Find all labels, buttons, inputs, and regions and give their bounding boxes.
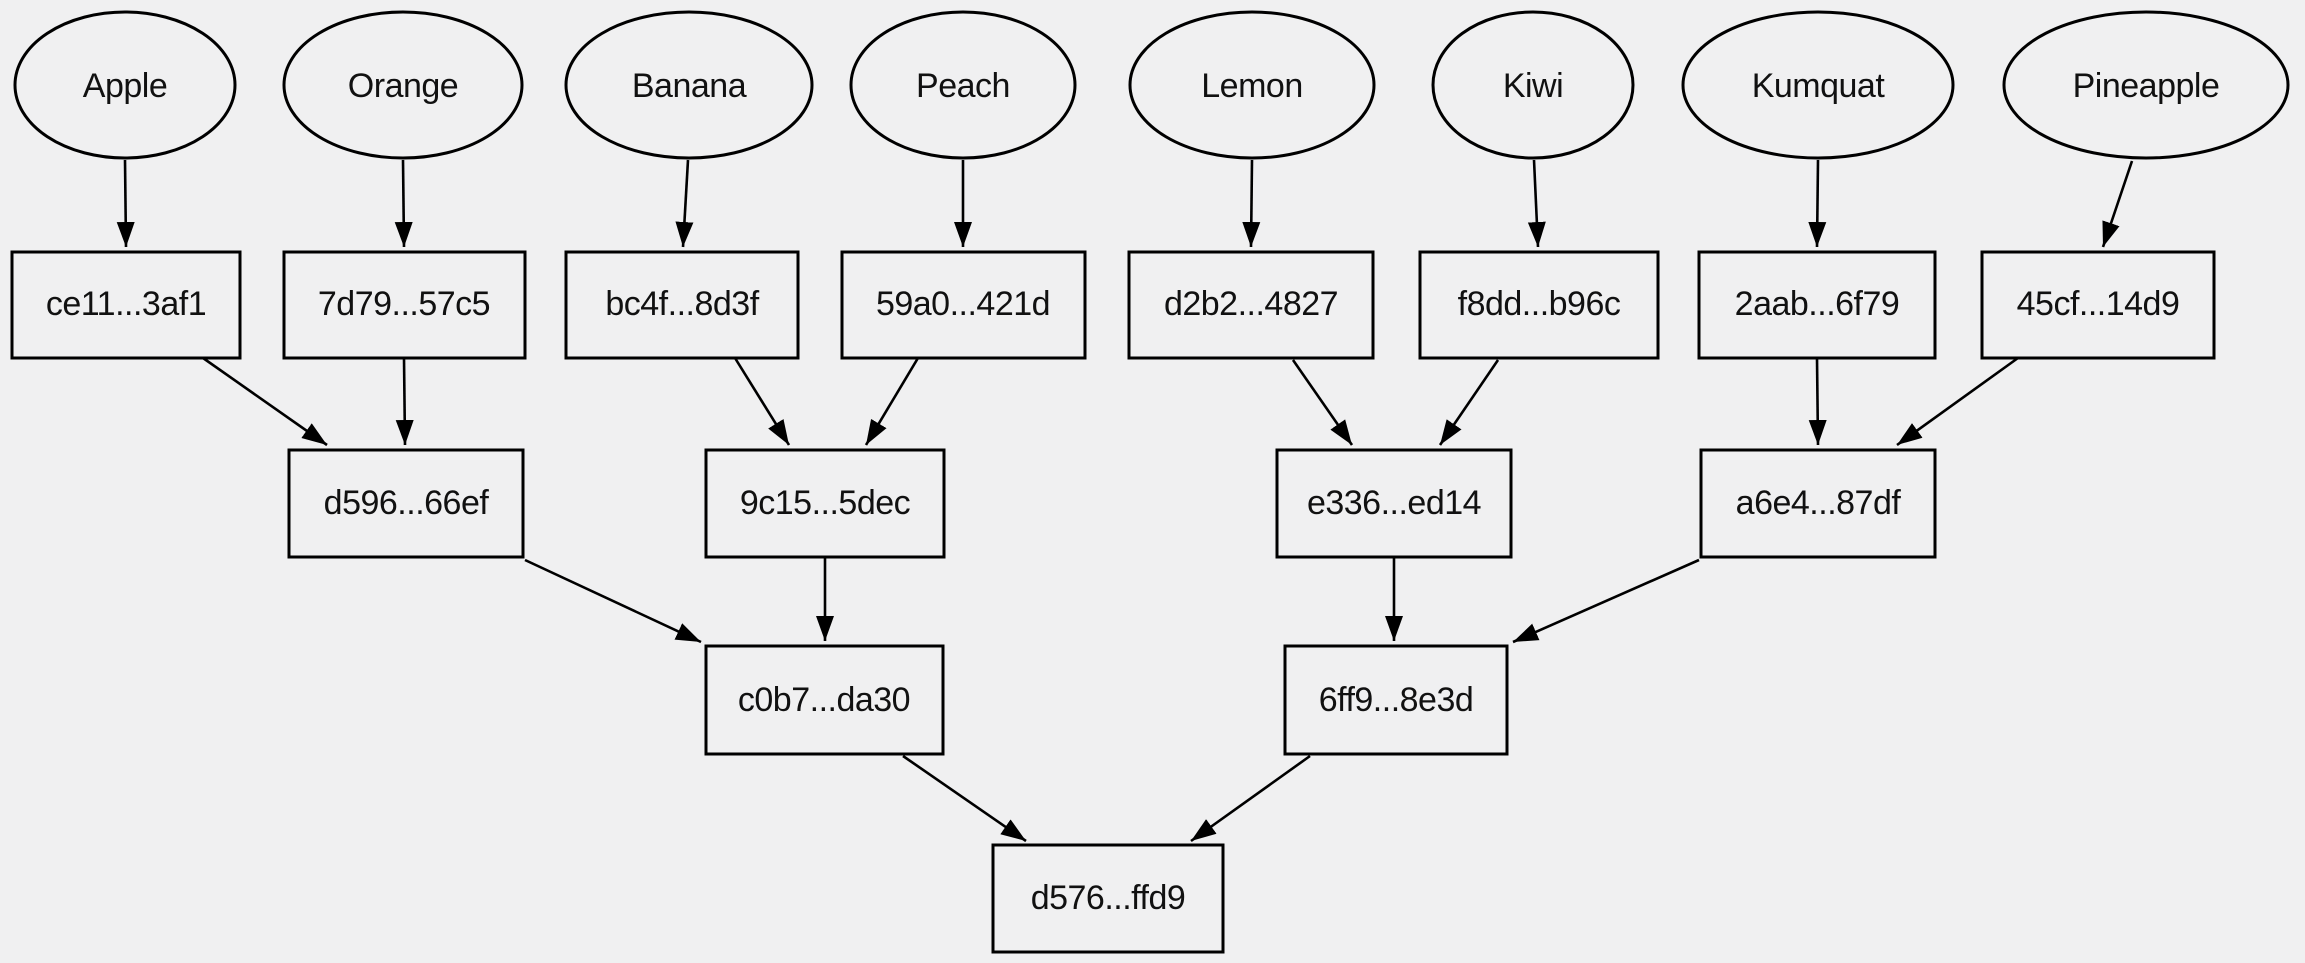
internal-hash-nodes: d596...66ef 9c15...5dec e336...ed14 a6e4… <box>287 448 1937 559</box>
fruit-label: Banana <box>632 67 747 105</box>
hash-box <box>282 250 527 360</box>
edge-f8dd-e336 <box>1438 359 1500 446</box>
edge-ce11-d596 <box>202 356 328 447</box>
edge-banana-bc4f <box>675 159 694 248</box>
upper-hash-nodes: c0b7...da30 6ff9...8e3d <box>704 644 1509 756</box>
fruit-node-kumquat: Kumquat <box>1681 10 1955 160</box>
fruit-node-apple: Apple <box>13 10 237 160</box>
pineapple-ellipse <box>2002 10 2290 160</box>
hash-label: 7d79...57c5 <box>318 285 490 323</box>
leaf-hash-node-bc4f: bc4f...8d3f <box>564 250 800 360</box>
edges-upper-to-root <box>902 754 1311 843</box>
edge-c0b7-d576 <box>902 754 1027 843</box>
hash-box <box>287 448 525 559</box>
hash-box <box>10 250 242 360</box>
edge-apple-ce11 <box>116 159 135 248</box>
fruit-nodes: Apple Orange Banana Peach Lemon Kiwi Kum… <box>13 10 2290 160</box>
hash-label: d2b2...4827 <box>1164 285 1338 323</box>
leaf-hash-node-2aab: 2aab...6f79 <box>1697 250 1937 360</box>
edge-59a0-9c15 <box>864 357 920 446</box>
hash-label: 9c15...5dec <box>740 484 911 522</box>
hash-box <box>840 250 1087 360</box>
hash-box <box>564 250 800 360</box>
leaf-hash-node-45cf: 45cf...14d9 <box>1980 250 2216 360</box>
leaf-hash-node-f8dd: f8dd...b96c <box>1418 250 1660 360</box>
peach-ellipse <box>849 10 1077 160</box>
edge-orange-7d79 <box>394 159 413 248</box>
lemon-ellipse <box>1128 10 1376 160</box>
hash-box <box>1699 448 1937 559</box>
edge-pineapple-45cf <box>2101 160 2134 248</box>
hash-label: a6e4...87df <box>1736 484 1902 522</box>
hash-label: 6ff9...8e3d <box>1319 681 1474 719</box>
kumquat-ellipse <box>1681 10 1955 160</box>
edge-45cf-a6e4 <box>1896 356 2019 447</box>
hash-label: e336...ed14 <box>1307 484 1481 522</box>
apple-ellipse <box>13 10 237 160</box>
hash-box <box>1980 250 2216 360</box>
edges-fruit-to-leaf <box>116 159 2134 248</box>
leaf-hash-node-7d79: 7d79...57c5 <box>282 250 527 360</box>
fruit-label: Apple <box>83 67 167 105</box>
internal-hash-node-a6e4: a6e4...87df <box>1699 448 1937 559</box>
leaf-hash-nodes: ce11...3af1 7d79...57c5 bc4f...8d3f 59a0… <box>10 250 2216 360</box>
edges-internal-to-upper <box>524 557 1700 644</box>
upper-hash-node-c0b7: c0b7...da30 <box>704 644 945 756</box>
fruit-label: Peach <box>916 67 1010 105</box>
edge-kiwi-f8dd <box>1527 159 1546 248</box>
hash-label: ce11...3af1 <box>46 285 206 323</box>
edge-6ff9-d576 <box>1190 754 1311 843</box>
internal-hash-node-d596: d596...66ef <box>287 448 525 559</box>
hash-label: 2aab...6f79 <box>1735 285 1900 323</box>
edge-d596-c0b7 <box>524 558 702 644</box>
upper-hash-node-6ff9: 6ff9...8e3d <box>1283 644 1509 756</box>
root-hash-node: d576...ffd9 <box>991 843 1225 954</box>
hash-box <box>1275 448 1513 559</box>
fruit-node-banana: Banana <box>564 10 814 160</box>
hash-label: 59a0...421d <box>876 285 1050 323</box>
edge-kumquat-2aab <box>1808 159 1827 248</box>
hash-box <box>1418 250 1660 360</box>
hash-box <box>1127 250 1375 360</box>
hash-label: d596...66ef <box>324 484 490 522</box>
hash-box <box>704 644 945 756</box>
fruit-label: Lemon <box>1201 67 1302 105</box>
hash-box <box>991 843 1225 954</box>
internal-hash-node-9c15: 9c15...5dec <box>704 448 946 559</box>
fruit-label: Kumquat <box>1752 67 1886 105</box>
orange-ellipse <box>282 10 524 160</box>
hash-label: 45cf...14d9 <box>2017 285 2180 323</box>
edge-lemon-d2b2 <box>1242 159 1261 248</box>
edge-bc4f-9c15 <box>733 357 791 446</box>
edge-d2b2-e336 <box>1291 359 1354 446</box>
hash-label: d576...ffd9 <box>1031 879 1186 917</box>
hash-label: f8dd...b96c <box>1458 285 1621 323</box>
fruit-node-lemon: Lemon <box>1128 10 1376 160</box>
fruit-node-orange: Orange <box>282 10 524 160</box>
fruit-label: Orange <box>348 67 458 105</box>
kiwi-ellipse <box>1431 10 1635 160</box>
fruit-label: Pineapple <box>2073 67 2220 105</box>
leaf-hash-node-ce11: ce11...3af1 <box>10 250 242 360</box>
edge-7d79-d596 <box>395 357 414 446</box>
edge-2aab-a6e4 <box>1808 357 1827 446</box>
fruit-node-kiwi: Kiwi <box>1431 10 1635 160</box>
fruit-node-pineapple: Pineapple <box>2002 10 2290 160</box>
fruit-label: Kiwi <box>1503 67 1563 105</box>
leaf-hash-node-59a0: 59a0...421d <box>840 250 1087 360</box>
hash-box <box>704 448 946 559</box>
hash-box <box>1283 644 1509 756</box>
hash-label: c0b7...da30 <box>738 681 910 719</box>
banana-ellipse <box>564 10 814 160</box>
leaf-hash-node-d2b2: d2b2...4827 <box>1127 250 1375 360</box>
fruit-node-peach: Peach <box>849 10 1077 160</box>
edges-leaf-to-internal <box>202 356 2019 447</box>
hash-box <box>1697 250 1937 360</box>
hash-label: bc4f...8d3f <box>605 285 759 323</box>
edge-a6e4-6ff9 <box>1512 558 1700 644</box>
internal-hash-node-e336: e336...ed14 <box>1275 448 1513 559</box>
